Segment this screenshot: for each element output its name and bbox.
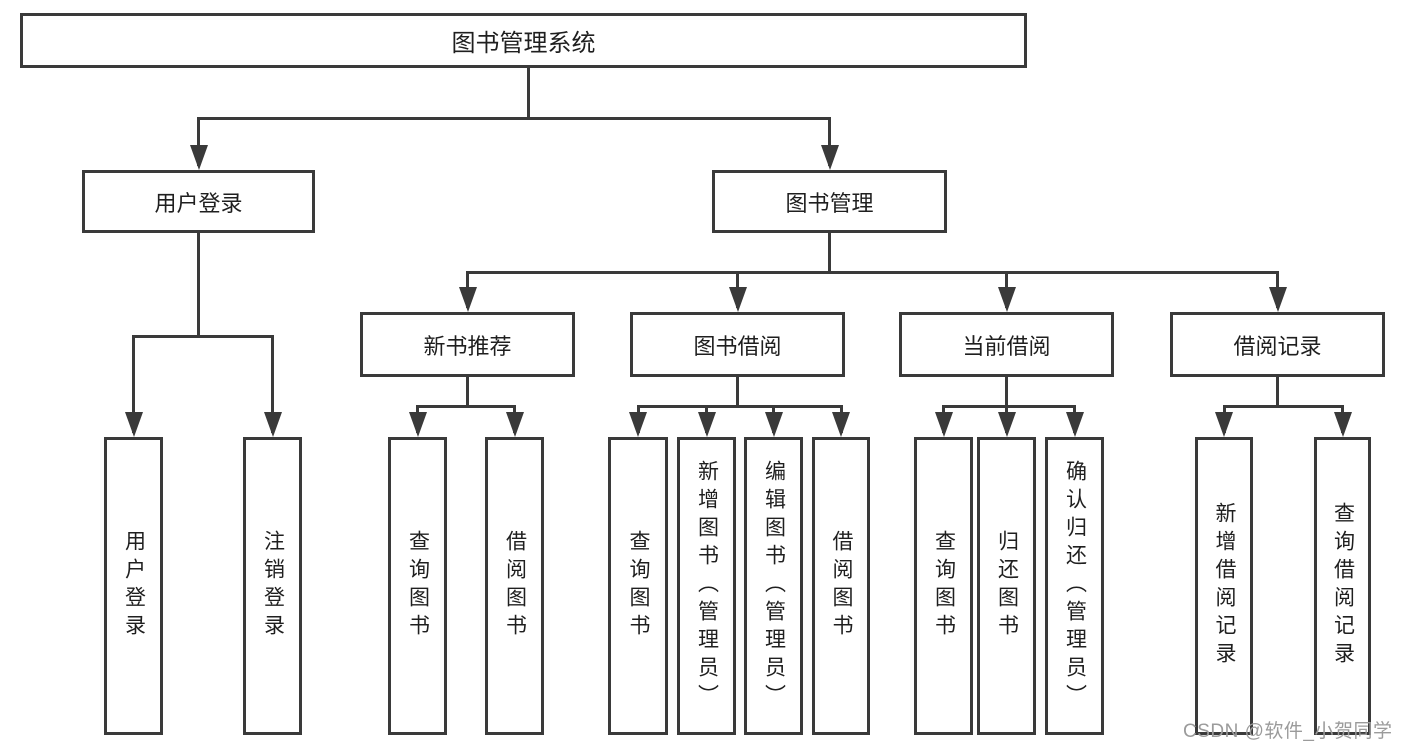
node-label-leaf-nb-borrow-book: 借阅图书	[503, 530, 527, 642]
connector-vline	[466, 377, 469, 406]
node-label-leaf-user-login: 用户登录	[122, 530, 146, 642]
node-label-book-management-module: 图书管理	[785, 190, 874, 216]
node-new-book-recommend: 新书推荐	[360, 312, 575, 377]
node-label-leaf-bb-borrow-book: 借阅图书	[830, 530, 853, 642]
arrow-down-icon	[629, 412, 647, 437]
connector-hline	[466, 270, 1279, 274]
node-leaf-user-login: 用户登录	[104, 437, 163, 735]
node-label-leaf-bb-edit-book-admin: 编辑图书（管理员）	[762, 460, 786, 712]
node-label-new-book-recommend: 新书推荐	[423, 333, 512, 359]
connector-vline	[1005, 377, 1008, 406]
node-label-leaf-br-add-record: 新增借阅记录	[1213, 502, 1236, 670]
connector-hline	[132, 334, 274, 338]
node-label-leaf-bb-add-book-admin: 新增图书（管理员）	[695, 460, 719, 712]
node-label-leaf-cb-return-book: 归还图书	[995, 530, 1019, 642]
node-login-module: 用户登录	[82, 170, 315, 233]
connector-vline	[828, 118, 831, 166]
node-label-leaf-cb-query-book: 查询图书	[932, 530, 956, 642]
node-leaf-br-add-record: 新增借阅记录	[1195, 437, 1253, 735]
node-current-borrow: 当前借阅	[899, 312, 1114, 377]
node-leaf-nb-borrow-book: 借阅图书	[485, 437, 544, 735]
node-leaf-cb-return-book: 归还图书	[977, 437, 1036, 735]
connector-vline	[271, 336, 274, 433]
arrow-down-icon	[997, 287, 1016, 312]
node-book-management-module: 图书管理	[712, 170, 947, 233]
node-leaf-bb-add-book-admin: 新增图书（管理员）	[677, 437, 736, 735]
node-leaf-cb-confirm-return-admin: 确认归还（管理员）	[1045, 437, 1104, 735]
arrow-down-icon	[263, 412, 282, 437]
node-label-leaf-logout: 注销登录	[261, 530, 285, 642]
connector-vline	[197, 233, 200, 336]
node-leaf-logout: 注销登录	[243, 437, 302, 735]
node-label-book-borrow: 图书借阅	[693, 333, 782, 359]
arrow-down-icon	[997, 412, 1016, 437]
arrow-down-icon	[697, 412, 716, 437]
arrow-down-icon	[832, 412, 850, 437]
node-label-login-module: 用户登录	[154, 190, 243, 216]
connector-vline	[197, 118, 200, 166]
node-label-borrow-records: 借阅记录	[1233, 333, 1322, 359]
node-leaf-bb-borrow-book: 借阅图书	[812, 437, 870, 735]
node-label-system: 图书管理系统	[451, 30, 596, 57]
watermark: CSDN @软件_小贺同学	[1183, 721, 1393, 742]
connector-vline	[736, 377, 739, 406]
connector-hline	[942, 404, 1076, 408]
connector-hline	[636, 404, 843, 408]
connector-hline	[1222, 404, 1344, 408]
arrow-down-icon	[408, 412, 427, 437]
connector-vline	[132, 336, 135, 433]
connector-hline	[197, 116, 831, 120]
arrow-down-icon	[505, 412, 524, 437]
arrow-down-icon	[820, 145, 839, 170]
arrow-down-icon	[189, 145, 208, 170]
node-leaf-br-query-record: 查询借阅记录	[1314, 437, 1371, 735]
node-label-leaf-cb-confirm-return-admin: 确认归还（管理员）	[1063, 460, 1087, 712]
node-leaf-nb-query-book: 查询图书	[388, 437, 447, 735]
arrow-down-icon	[728, 287, 747, 312]
node-book-borrow: 图书借阅	[630, 312, 845, 377]
node-leaf-cb-query-book: 查询图书	[914, 437, 973, 735]
connector-vline	[828, 233, 831, 272]
arrow-down-icon	[934, 412, 953, 437]
arrow-down-icon	[1215, 412, 1233, 437]
node-borrow-records: 借阅记录	[1170, 312, 1385, 377]
node-leaf-bb-query-book: 查询图书	[608, 437, 668, 735]
arrow-down-icon	[1333, 412, 1352, 437]
node-label-leaf-br-query-record: 查询借阅记录	[1331, 502, 1355, 670]
arrow-down-icon	[124, 412, 143, 437]
connector-vline	[526, 68, 530, 118]
node-system: 图书管理系统	[20, 13, 1027, 68]
arrow-down-icon	[458, 287, 477, 312]
arrow-down-icon	[764, 412, 783, 437]
arrow-down-icon	[1268, 287, 1287, 312]
node-label-current-borrow: 当前借阅	[962, 333, 1051, 359]
node-label-leaf-bb-query-book: 查询图书	[627, 530, 650, 642]
node-leaf-bb-edit-book-admin: 编辑图书（管理员）	[744, 437, 803, 735]
node-label-leaf-nb-query-book: 查询图书	[406, 530, 430, 642]
arrow-down-icon	[1065, 412, 1084, 437]
connector-hline	[416, 404, 516, 408]
connector-vline	[1276, 377, 1279, 406]
